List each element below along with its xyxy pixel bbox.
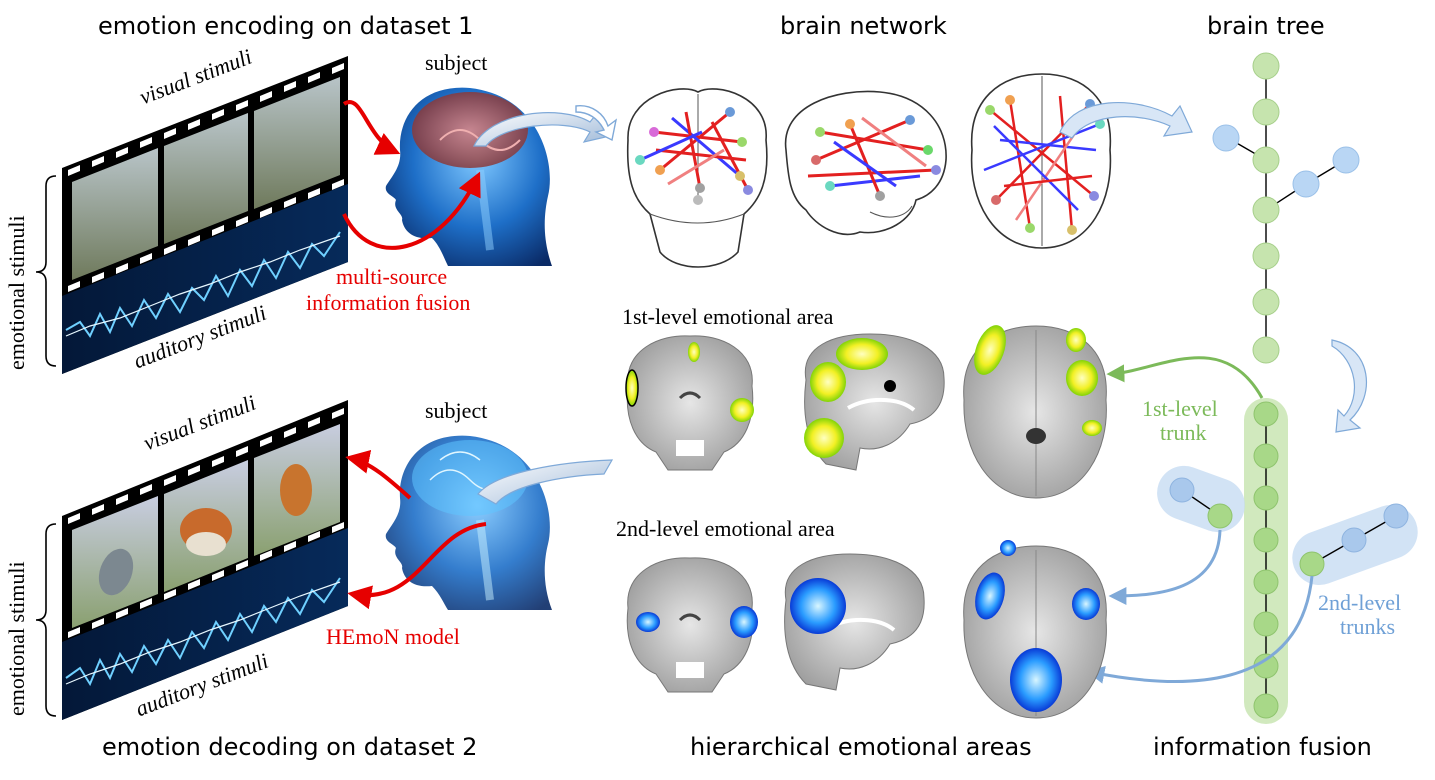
level1-axial [963,325,1107,499]
level2-coronal [626,557,758,693]
emotional-bracket-top [35,175,57,367]
level1-sagittal [804,333,945,471]
trunk2-label-line1: 2nd-level [1318,590,1402,615]
level2-axial [963,540,1107,719]
network-title: brain network [780,12,947,40]
brain-network-axial [970,73,1112,249]
blue-arrow-to-level2-b [1086,575,1314,684]
decoding-film-strip [62,400,348,720]
tree-node [1252,52,1280,80]
model-label: HEmoN model [326,624,460,649]
swoosh-arrow-bottom [477,459,614,505]
fusion-label-line1: multi-source [336,264,448,289]
areas-title: hierarchical emotional areas [690,733,1032,761]
tree-node [1252,336,1280,364]
trunk2-label-line2: trunks [1340,614,1395,639]
emotional-bracket-bottom [35,523,57,717]
branch-node [1292,170,1320,198]
fusion-label-line2: information fusion [306,290,471,315]
fusion-trunk [1244,398,1288,724]
branch-node [1212,124,1240,152]
hollow-arrow-network-to-tree [1059,101,1193,139]
encoding-title: emotion encoding on dataset 1 [98,12,474,40]
tree-node [1252,288,1280,316]
trunk1-label-line1: 1st-level [1142,396,1218,421]
level2-area-label: 2nd-level emotional area [616,516,835,541]
tree-node [1252,146,1280,174]
trunk1-label-line2: trunk [1160,420,1207,445]
red-arrow-audio-to-head [342,171,481,250]
trunk-capsule-right [1292,503,1418,585]
green-arrow-to-level1 [1106,356,1264,399]
hollow-arrow-head-to-network [575,105,618,142]
fusion-title: information fusion [1153,733,1372,761]
blue-arrow-to-level2-a [1108,529,1222,605]
tree-node [1252,98,1280,126]
tree-node [1252,242,1280,270]
tree-title: brain tree [1207,12,1325,40]
branch-node [1332,146,1360,174]
decoding-title: emotion decoding on dataset 2 [102,733,478,761]
subject-label-top: subject [425,50,488,75]
tree-node [1252,196,1280,224]
brain-tree [1212,52,1360,364]
red-arrow-head-to-audio [347,522,487,610]
trunk-capsule-left [1157,465,1245,533]
emotional-stimuli-label-top: emotional stimuli [4,215,29,370]
level2-sagittal [784,553,925,691]
red-arrow-visual-to-head [342,100,401,155]
hollow-arrow-tree-to-trunks [1331,339,1368,433]
encoding-film-strip [62,56,348,374]
emotional-stimuli-label-bottom: emotional stimuli [4,561,29,716]
subject-head-bottom [385,435,552,610]
brain-network-sagittal [784,90,947,236]
red-arrow-head-to-visual [345,450,412,500]
subject-label-bottom: subject [425,398,488,423]
level1-coronal [625,335,754,471]
brain-network-coronal [626,88,768,268]
level1-area-label: 1st-level emotional area [622,304,834,329]
